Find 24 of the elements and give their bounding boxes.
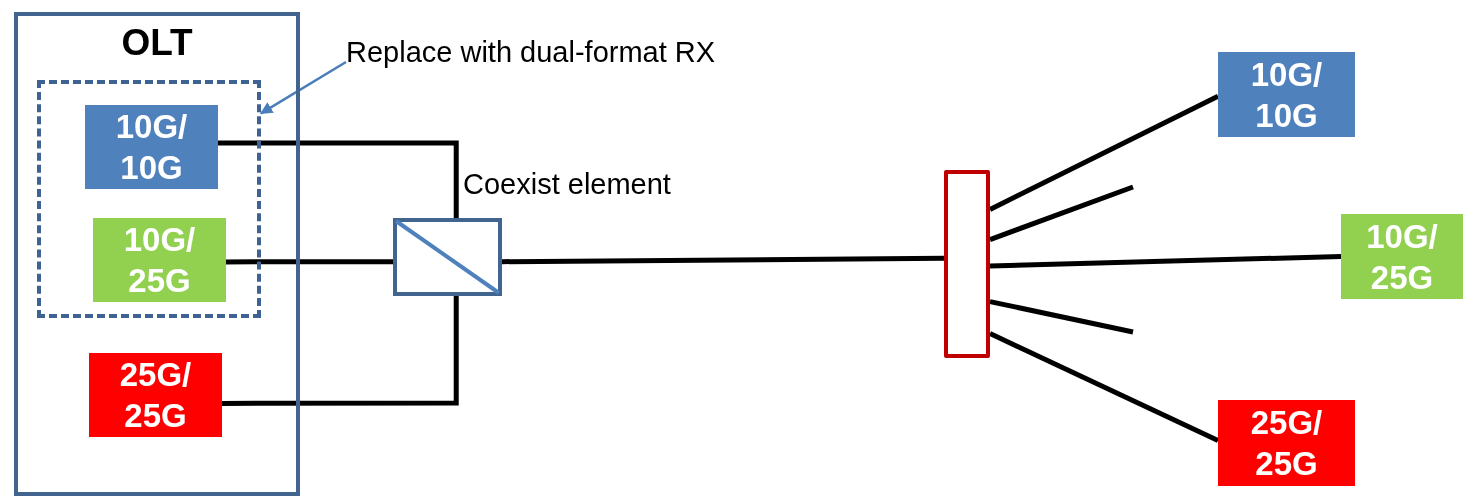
rate-label: 25G/ 25G <box>1249 403 1324 484</box>
rate-label: 25G/ 25G <box>118 355 193 436</box>
rate-label: 10G/ 10G <box>114 107 189 188</box>
dashed-group-box <box>37 80 261 318</box>
rate-label: 10G/ 10G <box>1249 54 1324 136</box>
transceiver-box <box>1218 400 1355 486</box>
transceiver-box <box>89 353 222 437</box>
olt-label: OLT <box>120 22 194 64</box>
annotation-text: Replace with dual-format RX <box>346 32 826 72</box>
leader-arrow <box>259 60 347 115</box>
transceiver-box <box>93 218 226 302</box>
transceiver-box <box>1341 214 1463 299</box>
rate-label: 10G/ 25G <box>1365 216 1439 298</box>
fiber-line <box>989 299 1134 335</box>
element-label: Coexist element <box>463 167 671 202</box>
olt-enclosure <box>14 12 300 496</box>
splitter-box <box>944 170 990 358</box>
fiber-line <box>222 296 459 406</box>
fiber-line <box>989 184 1134 242</box>
transceiver-box <box>85 105 218 189</box>
fiber-line <box>989 254 1342 269</box>
fiber-line <box>502 255 944 265</box>
transceiver-box <box>1218 52 1355 137</box>
rate-label: 10G/ 25G <box>122 220 197 301</box>
